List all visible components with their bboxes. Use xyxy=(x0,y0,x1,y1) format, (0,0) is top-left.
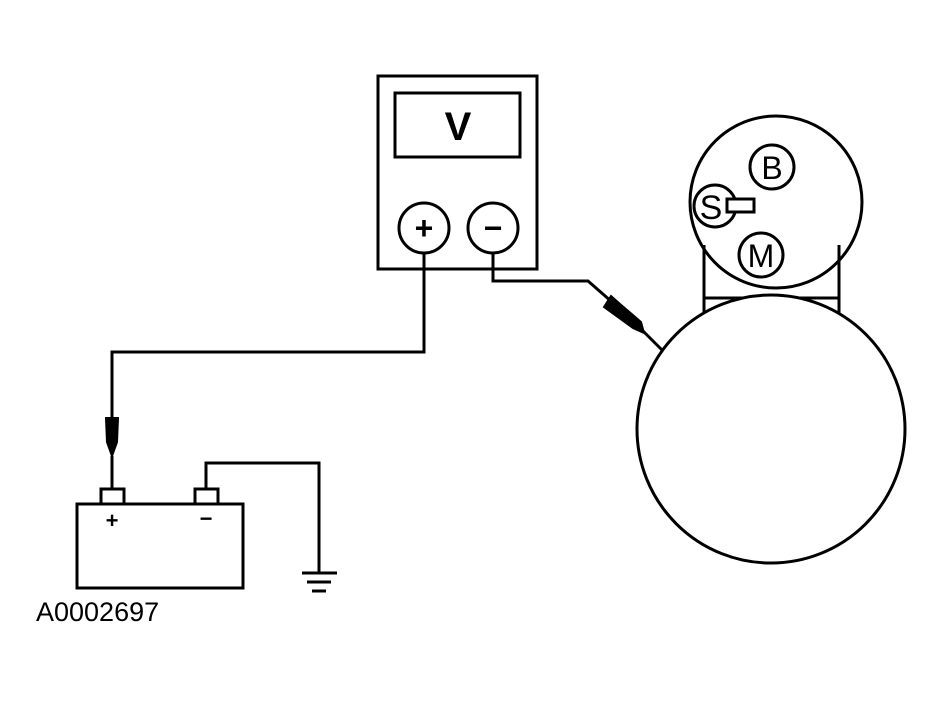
voltmeter: V + − xyxy=(376,74,539,271)
positive-test-lead xyxy=(104,253,426,490)
negative-probe-tip xyxy=(602,294,646,335)
terminal-m xyxy=(737,231,785,279)
voltmeter-display xyxy=(393,91,522,159)
terminal-b-label: B xyxy=(761,150,782,186)
battery-negative-label: − xyxy=(200,506,213,531)
voltmeter-negative-label: − xyxy=(484,210,503,246)
battery-negative-post xyxy=(193,487,220,506)
starter-motor-body xyxy=(635,293,907,565)
figure-id: A0002697 xyxy=(36,597,160,627)
battery-body xyxy=(75,502,245,590)
starter-solenoid xyxy=(688,114,864,290)
voltmeter-body xyxy=(376,74,539,271)
battery: + − xyxy=(75,487,245,590)
negative-test-lead xyxy=(491,253,664,352)
battery-positive-label: + xyxy=(106,508,119,533)
terminal-m-label: M xyxy=(748,238,775,274)
terminal-s-connector xyxy=(725,197,756,214)
starter-motor: B S M xyxy=(635,114,907,565)
voltmeter-display-symbol: V xyxy=(445,105,472,149)
terminal-b xyxy=(748,143,796,191)
terminal-s-label: S xyxy=(700,189,723,227)
positive-probe-tip xyxy=(104,417,120,459)
voltmeter-positive-label: + xyxy=(415,210,434,246)
ground-connection xyxy=(204,461,337,593)
battery-positive-post xyxy=(99,487,126,506)
